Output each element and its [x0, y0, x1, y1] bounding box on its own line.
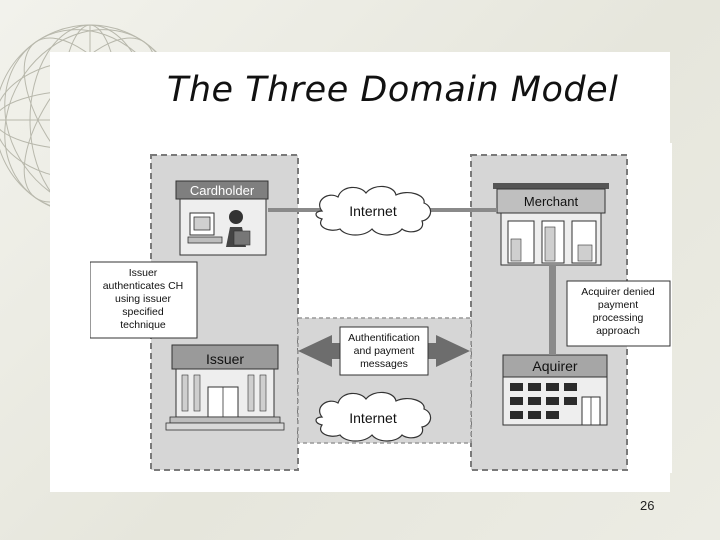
issuer-note-line-2: authenticates CH	[103, 280, 184, 292]
acquirer-note-line-4: approach	[596, 325, 640, 337]
auth-messages-line-3: messages	[360, 358, 408, 370]
slide-title: The Three Domain Model	[167, 70, 618, 110]
acquirer-building: Aquirer	[503, 355, 607, 425]
issuer-building: Issuer	[166, 345, 284, 430]
internet-bottom-label: Internet	[349, 410, 397, 426]
page-number: 26	[640, 498, 654, 513]
acquirer-note-line-2: payment	[598, 299, 638, 311]
issuer-label: Issuer	[206, 351, 244, 367]
internet-top-label: Internet	[349, 203, 397, 219]
merchant-acquirer-link	[549, 265, 556, 355]
acquirer-label: Aquirer	[532, 358, 577, 374]
cardholder-label: Cardholder	[190, 183, 255, 198]
issuer-note-line-4: specified	[122, 306, 164, 318]
issuer-note-line-5: technique	[120, 319, 166, 331]
auth-messages-line-1: Authentification	[348, 332, 420, 344]
auth-messages-line-2: and payment	[354, 345, 415, 357]
issuer-note-line-1: Issuer	[129, 267, 158, 279]
cardholder-building: Cardholder	[176, 181, 268, 255]
issuer-note-line-3: using issuer	[115, 293, 172, 305]
merchant-building: Merchant	[493, 183, 609, 265]
acquirer-note-line-1: Acquirer denied	[581, 286, 655, 298]
merchant-label: Merchant	[524, 194, 579, 209]
acquirer-note-line-3: processing	[593, 312, 644, 324]
three-domain-diagram: Cardholder Merchant Iss	[90, 143, 672, 473]
